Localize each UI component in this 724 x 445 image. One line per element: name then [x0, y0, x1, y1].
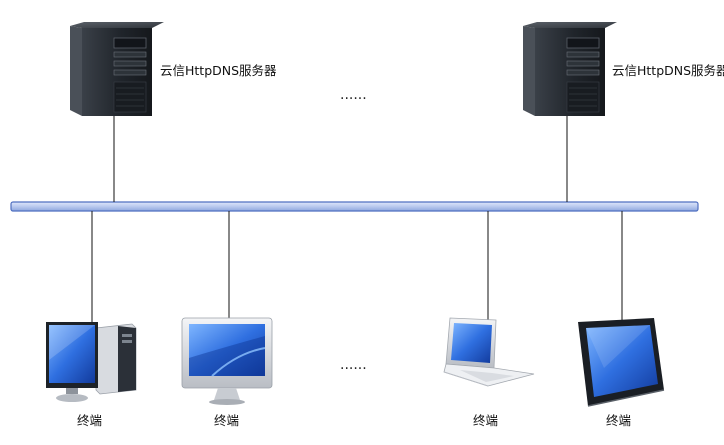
laptop-icon [443, 317, 535, 387]
network-bus [10, 201, 699, 212]
monitor-icon [181, 317, 273, 405]
server-ellipsis: ...... [340, 87, 367, 103]
server-2-label-clip: 云信HttpDNS服务器 [612, 63, 724, 83]
desktop-tower-icon [46, 322, 137, 402]
server-2-label: 云信HttpDNS服务器 [612, 63, 724, 78]
server-icon [70, 22, 164, 116]
terminal-2-label: 终端 [214, 413, 240, 428]
tablet-icon [578, 318, 665, 407]
terminal-4-label: 终端 [606, 413, 632, 428]
terminal-ellipsis: ...... [340, 357, 367, 373]
terminal-3-label: 终端 [473, 413, 499, 428]
server-1-label: 云信HttpDNS服务器 [160, 63, 277, 78]
terminal-1-label: 终端 [77, 413, 103, 428]
server-icon [523, 22, 617, 116]
